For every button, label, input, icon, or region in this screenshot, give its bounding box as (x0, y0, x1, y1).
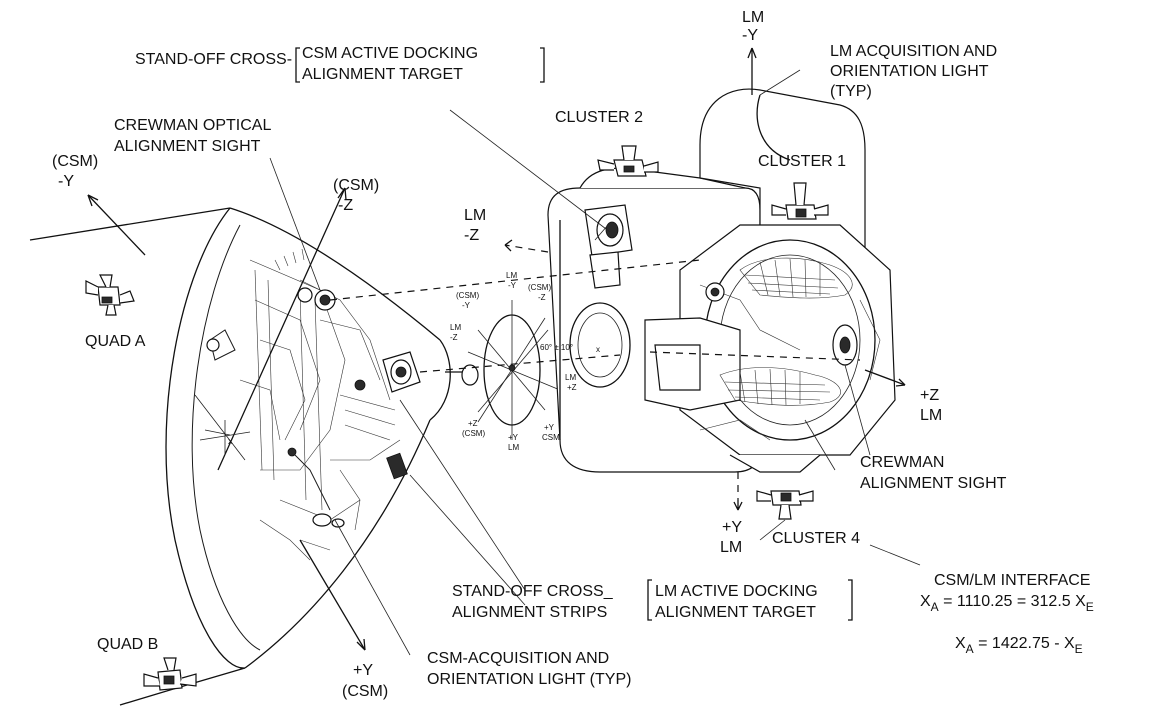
csm-inner-ring (191, 224, 261, 651)
quad-b-thrusters (143, 657, 197, 691)
csm-panel-detail (239, 248, 401, 561)
csm-minus-z-label-2: -Z (338, 197, 353, 214)
lm-side-target-ring (569, 302, 631, 388)
small-angle: 60° ± 10° (540, 343, 573, 352)
small-csm-z-1: (CSM) (528, 283, 551, 292)
cluster-1-thrusters (771, 182, 829, 220)
boresight-line-upper (329, 259, 701, 301)
small-lm-pz-2: +Z (567, 383, 577, 392)
lm-minus-y-label-1: LM (742, 9, 764, 26)
labels: STAND-OFF CROSS- CSM ACTIVE DOCKING ALIG… (52, 9, 1094, 700)
csm-cone-bottom (244, 419, 431, 669)
plus-z-lm-label-2: LM (920, 407, 942, 424)
docking-probe (461, 364, 479, 386)
csm-target-line1: CSM ACTIVE DOCKING (302, 45, 478, 62)
plus-y-csm-label-1: +Y (353, 662, 373, 679)
csm-fitting (206, 338, 220, 352)
lm-minus-y-label-2: -Y (742, 27, 758, 44)
small-lm-y-1: LM (506, 271, 517, 280)
csm-target-line2: ALIGNMENT TARGET (302, 66, 463, 83)
small-lm-y-2: -Y (508, 281, 517, 290)
csm-body-top-edge (29, 207, 231, 241)
cluster-1-label: CLUSTER 1 (758, 153, 846, 170)
small-csm-y-1: (CSM) (456, 291, 479, 300)
interface-eq2: XA = 1422.75 - XE (955, 635, 1083, 656)
x-mark: x (228, 436, 233, 447)
small-pz-csm-2: (CSM) (462, 429, 485, 438)
cluster-2-label: CLUSTER 2 (555, 109, 643, 126)
small-x: x (596, 345, 600, 354)
interface-eq1: XA = 1110.25 = 312.5 XE (920, 593, 1094, 614)
csm-minus-y-label-1: (CSM) (52, 153, 98, 170)
small-pz-csm-1: +Z (468, 419, 478, 428)
small-py-lm-1: +Y (508, 433, 519, 442)
standoff-strips-line2: ALIGNMENT STRIPS (452, 604, 607, 621)
quad-a-thrusters (85, 274, 135, 316)
plus-y-lm-label-1: +Y (722, 519, 742, 536)
cluster-2-thrusters (597, 145, 659, 177)
csm-acq-line1: CSM-ACQUISITION AND (427, 650, 609, 667)
small-lm-pz-1: LM (565, 373, 576, 382)
csm-minus-z-axis (217, 187, 346, 471)
plus-z-lm-axis (864, 369, 906, 386)
leader-lines (269, 69, 871, 656)
small-lm-z-1: LM (450, 323, 461, 332)
crewman-optical-line2: ALIGNMENT SIGHT (114, 138, 261, 155)
crewman-optical-line1: CREWMAN OPTICAL (114, 117, 271, 134)
plus-y-csm-label-2: (CSM) (342, 683, 388, 700)
interface-title: CSM/LM INTERFACE (934, 572, 1090, 589)
csm-nose (429, 339, 451, 421)
lm-minus-z-label-1: LM (464, 207, 486, 224)
lm-target-line1: LM ACTIVE DOCKING (655, 583, 818, 600)
boresight-line-lower (419, 351, 861, 373)
cluster-4-thrusters (756, 490, 814, 520)
small-py-csm-1: +Y (544, 423, 555, 432)
quad-a-label: QUAD A (85, 333, 146, 350)
small-csm-z-2: -Z (538, 293, 546, 302)
standoff-cross-csm-label: STAND-OFF CROSS- (135, 51, 292, 68)
csm-acq-line2: ORIENTATION LIGHT (TYP) (427, 671, 631, 688)
plus-y-csm-axis (299, 539, 366, 651)
lm-acq-line2: ORIENTATION LIGHT (830, 63, 989, 80)
csm-handle (209, 329, 236, 361)
csm-aft-ring (165, 207, 246, 669)
plus-z-lm-label-1: +Z (920, 387, 939, 404)
csm-spacecraft (29, 207, 479, 706)
lm-target-line2: ALIGNMENT TARGET (655, 604, 816, 621)
standoff-strips-line1: STAND-OFF CROSS_ (452, 583, 614, 600)
plus-y-lm-axis (733, 500, 743, 511)
crewman-sight-line2: ALIGNMENT SIGHT (860, 475, 1007, 492)
csm-minus-z-label-1: (CSM) (333, 177, 379, 194)
quad-b-label: QUAD B (97, 636, 158, 653)
lm-spacecraft (547, 88, 896, 473)
small-csm-y-2: -Y (462, 301, 471, 310)
lm-acq-line1: LM ACQUISITION AND (830, 43, 997, 60)
csm-cone-top (229, 207, 441, 341)
interface-leader (869, 544, 921, 566)
small-py-lm-2: LM (508, 443, 519, 452)
cluster-4-label: CLUSTER 4 (772, 530, 860, 547)
small-py-csm-2: CSM (542, 433, 560, 442)
small-lm-z-2: -Z (450, 333, 458, 342)
lm-upper-hump (699, 88, 866, 266)
csm-acq-light (312, 513, 332, 527)
axis-lines (87, 47, 921, 651)
csm-minus-y-axis (87, 194, 146, 256)
crewman-sight-line1: CREWMAN (860, 454, 944, 471)
lm-minus-z-label-2: -Z (464, 227, 479, 244)
alignment-target-detail (467, 300, 561, 440)
lm-acq-line3: (TYP) (830, 83, 872, 100)
csm-hatch-window (386, 452, 408, 480)
csm-body-bottom-edge (119, 667, 246, 706)
csm-minus-y-label-2: -Y (58, 173, 74, 190)
plus-y-lm-label-2: LM (720, 539, 742, 556)
